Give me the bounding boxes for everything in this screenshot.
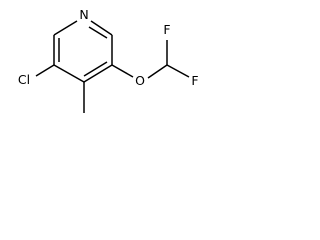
atom-chlorine-label: Cl xyxy=(18,72,30,87)
atom-fluorine-top-label: F xyxy=(163,22,170,37)
bond-oxygen-cf2 xyxy=(147,64,168,79)
bond-c4-c5 xyxy=(83,64,113,83)
bond-n-c2 xyxy=(53,20,78,36)
bond-cf2-fluorine-right xyxy=(166,64,190,78)
bond-c5-oxygen xyxy=(111,64,134,78)
bond-c4-c5-inner xyxy=(83,61,108,77)
atom-fluorine-right-label: F xyxy=(191,73,198,88)
atom-oxygen-label: O xyxy=(135,73,145,88)
pyridine-ring xyxy=(53,20,113,83)
bond-c6-n xyxy=(90,20,113,36)
molecule-structure-diagram: N Cl O F F xyxy=(18,7,199,113)
bond-c3-chlorine xyxy=(35,64,55,77)
bond-c6-n-inner xyxy=(88,26,108,39)
atom-nitrogen-label: N xyxy=(79,7,88,22)
bond-c3-c4 xyxy=(53,64,85,83)
